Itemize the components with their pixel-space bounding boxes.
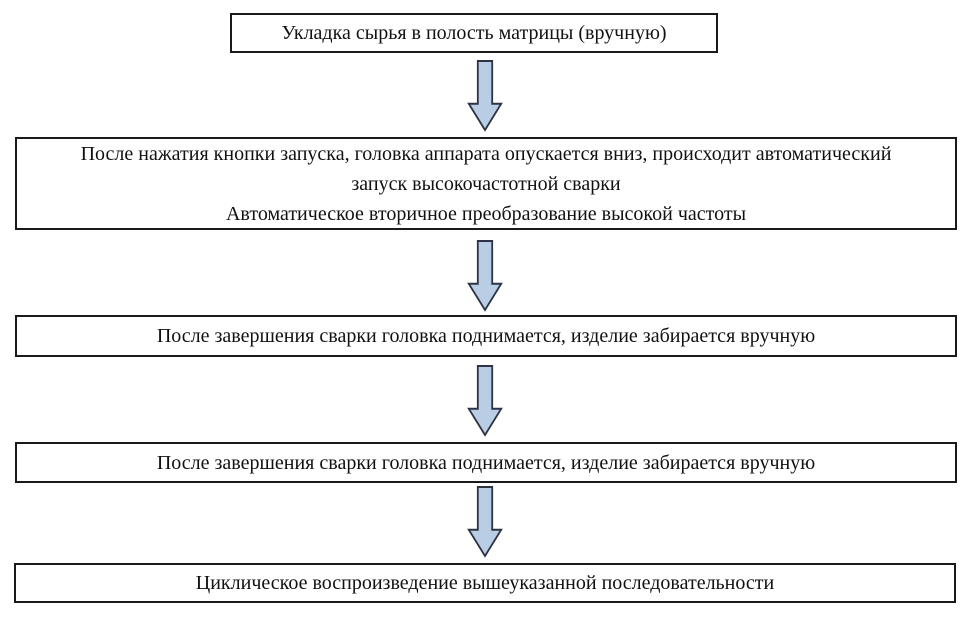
flow-step-1-label: Укладка сырья в полость матрицы (вручную… (281, 22, 667, 44)
flow-step-3-label: После завершения сварки головка поднимае… (156, 325, 816, 347)
flow-step-1: Укладка сырья в полость матрицы (вручную… (230, 13, 718, 53)
flow-step-3: После завершения сварки головка поднимае… (15, 315, 957, 357)
flow-step-5: Циклическое воспроизведение вышеуказанно… (14, 563, 956, 603)
flow-step-4-label: После завершения сварки головка поднимае… (156, 451, 816, 474)
down-arrow-icon (467, 486, 503, 558)
down-arrow-icon (467, 365, 503, 437)
flow-step-4: После завершения сварки головка поднимае… (15, 442, 957, 483)
flow-step-2-line-3: Автоматическое вторичное преобразование … (225, 202, 747, 225)
flow-step-2: После нажатия кнопки запуска, головка ап… (15, 137, 957, 230)
flow-step-5-label: Циклическое воспроизведение вышеуказанно… (195, 572, 775, 594)
flow-step-2-line-1: После нажатия кнопки запуска, головка ап… (80, 142, 892, 165)
down-arrow-icon (467, 240, 503, 312)
flow-step-2-line-2: запуск высокочастотной сварки (351, 172, 621, 195)
down-arrow-icon (467, 60, 503, 132)
